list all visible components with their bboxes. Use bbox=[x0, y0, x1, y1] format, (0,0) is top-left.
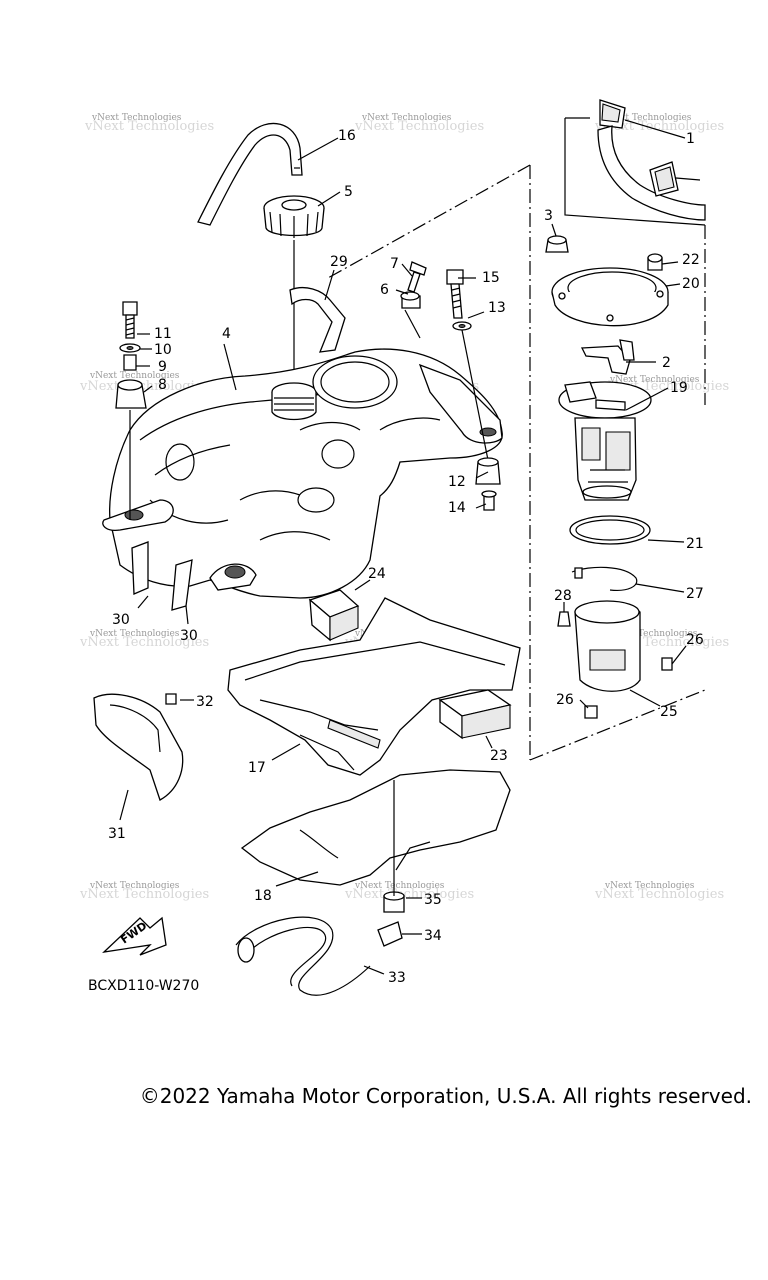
callout-15: 15 bbox=[482, 270, 500, 286]
copyright-notice: ©2022 Yamaha Motor Corporation, U.S.A. A… bbox=[139, 1084, 752, 1108]
diagram-code: BCXD110-W270 bbox=[88, 978, 199, 994]
fuel-pump-assembly bbox=[545, 235, 673, 719]
vent-hose bbox=[289, 269, 346, 353]
callout-29: 29 bbox=[330, 254, 348, 270]
callout-25: 25 bbox=[660, 704, 678, 720]
callout-34: 34 bbox=[424, 928, 442, 944]
callout-13: 13 bbox=[488, 300, 506, 316]
watermark: vNext Technologies bbox=[354, 881, 445, 891]
callout-11: 11 bbox=[154, 326, 172, 342]
callout-6: 6 bbox=[380, 282, 389, 298]
watermark: vNext Technologies bbox=[604, 881, 695, 891]
fuel-tank bbox=[102, 348, 503, 599]
callout-26: 26 bbox=[556, 692, 574, 708]
callout-31: 31 bbox=[108, 826, 126, 842]
watermark: vNext Technologies bbox=[607, 629, 698, 639]
watermark-shadow: vNext Technologies bbox=[594, 119, 724, 134]
watermark-shadow: vNext Technologies bbox=[79, 887, 209, 902]
watermark-shadow: vNext Technologies bbox=[79, 635, 209, 650]
callout-14: 14 bbox=[448, 500, 466, 516]
callout-8: 8 bbox=[158, 377, 167, 393]
callout-19: 19 bbox=[670, 380, 688, 396]
ecu-module bbox=[438, 689, 512, 740]
battery-tray bbox=[227, 597, 521, 776]
callouts: 1 2 3 4 5 6 7 8 9 10 11 12 13 14 15 16 1… bbox=[108, 128, 704, 986]
callout-27: 27 bbox=[686, 586, 704, 602]
fuel-hose-assembly bbox=[597, 99, 706, 221]
watermark: vNext Technologies bbox=[609, 375, 700, 385]
callout-30: 30 bbox=[180, 628, 198, 644]
left-mount-hardware bbox=[115, 301, 147, 520]
callout-5: 5 bbox=[344, 184, 353, 200]
watermark: vNext Technologies bbox=[89, 629, 180, 639]
watermark-shadow: vNext Technologies bbox=[84, 119, 214, 134]
callout-4: 4 bbox=[222, 326, 231, 342]
watermark-shadow: vNext Technologies bbox=[344, 887, 474, 902]
callout-33: 33 bbox=[388, 970, 406, 986]
callout-22: 22 bbox=[682, 252, 700, 268]
callout-23: 23 bbox=[490, 748, 508, 764]
callout-21: 21 bbox=[686, 536, 704, 552]
side-cover bbox=[93, 693, 184, 801]
callout-2: 2 bbox=[662, 355, 671, 371]
callout-16: 16 bbox=[338, 128, 356, 144]
drain-hose bbox=[235, 891, 405, 996]
callout-26: 26 bbox=[686, 632, 704, 648]
watermark-shadow: vNext Technologies bbox=[594, 887, 724, 902]
callout-30: 30 bbox=[112, 612, 130, 628]
fuel-cap bbox=[263, 195, 325, 380]
right-mount-hardware bbox=[400, 261, 501, 511]
watermark: vNext Technologies bbox=[89, 881, 180, 891]
assembly-boundary bbox=[327, 117, 706, 761]
callout-9: 9 bbox=[158, 359, 167, 375]
callout-35: 35 bbox=[424, 892, 442, 908]
callout-17: 17 bbox=[248, 760, 266, 776]
callout-18: 18 bbox=[254, 888, 272, 904]
forward-arrow: FWD bbox=[102, 916, 167, 956]
regulator bbox=[308, 589, 360, 642]
callout-12: 12 bbox=[448, 474, 466, 490]
callout-3: 3 bbox=[544, 208, 553, 224]
mat bbox=[240, 769, 511, 886]
callout-1: 1 bbox=[686, 131, 695, 147]
tank-cushions bbox=[131, 541, 193, 611]
callout-32: 32 bbox=[196, 694, 214, 710]
callout-24: 24 bbox=[368, 566, 386, 582]
callout-28: 28 bbox=[554, 588, 572, 604]
callout-20: 20 bbox=[682, 276, 700, 292]
callout-10: 10 bbox=[154, 342, 172, 358]
watermark-shadow: vNext Technologies bbox=[354, 119, 484, 134]
watermark: vNext Technologies bbox=[91, 113, 182, 123]
leader-lines bbox=[119, 119, 687, 975]
watermark: vNext Technologies bbox=[89, 371, 180, 381]
watermark: vNext Technologies bbox=[601, 113, 692, 123]
watermark-shadow: vNext Technologies bbox=[79, 379, 209, 394]
callout-7: 7 bbox=[390, 256, 399, 272]
breather-hose bbox=[197, 122, 303, 226]
watermark: vNext Technologies bbox=[361, 113, 452, 123]
